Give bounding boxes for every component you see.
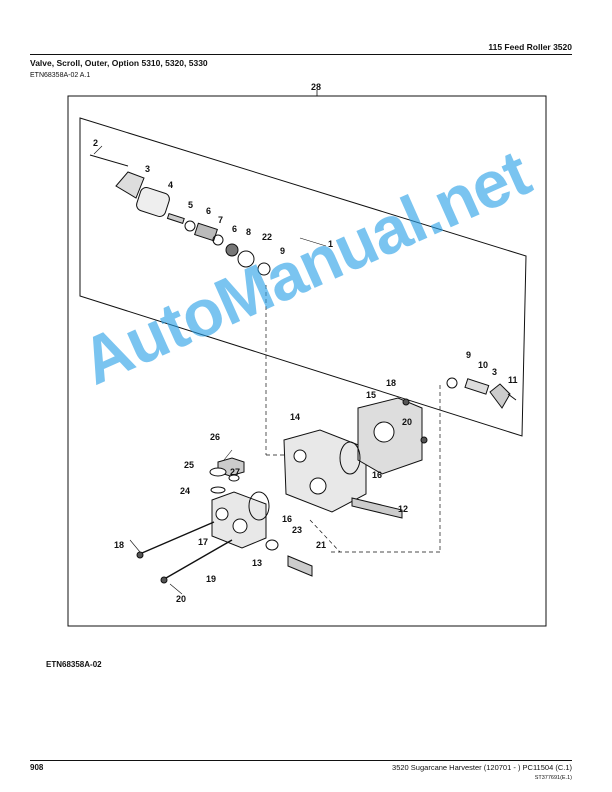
- header-rule: [30, 54, 572, 55]
- page-number: 908: [30, 763, 44, 772]
- callout-10: 10: [478, 360, 488, 370]
- upper-cartridge-parts: [89, 154, 517, 409]
- bolt-2: [89, 154, 129, 167]
- seal-8: [225, 243, 239, 257]
- callout-14: 14: [290, 412, 300, 422]
- nut-18a: [402, 398, 410, 406]
- callout-9-upper: 9: [280, 246, 285, 256]
- callout-9-lower: 9: [466, 350, 471, 360]
- callout-22: 22: [262, 232, 272, 242]
- pin-5: [166, 212, 185, 224]
- footer-info: 3520 Sugarcane Harvester (120701 - ) PC1…: [392, 763, 572, 772]
- callout-23: 23: [292, 525, 302, 535]
- end-cap-3a: [115, 171, 145, 199]
- callout-7: 7: [218, 215, 223, 225]
- callout-2: 2: [93, 138, 98, 148]
- callout-11: 11: [508, 375, 518, 385]
- tie-rod-19: [165, 539, 233, 579]
- callout-6-b: 6: [232, 224, 237, 234]
- callout-3-lower: 3: [492, 367, 497, 377]
- ring-9b: [446, 377, 458, 389]
- o-ring-16a: [339, 441, 361, 475]
- callout-24: 24: [180, 486, 190, 496]
- ring-9a: [257, 262, 271, 276]
- callout-4: 4: [168, 180, 173, 190]
- callout-16-lower: 16: [282, 514, 292, 524]
- callout-28: 28: [311, 82, 321, 92]
- washer-6a: [184, 220, 196, 232]
- ring-24: [210, 486, 226, 494]
- tie-rod-17: [141, 521, 215, 554]
- callout-17: 17: [198, 537, 208, 547]
- ring-27: [228, 474, 240, 482]
- section-title: Valve, Scroll, Outer, Option 5310, 5320,…: [30, 58, 208, 68]
- sleeve-4: [136, 187, 170, 217]
- callout-1: 1: [328, 239, 333, 249]
- ring-23: [265, 539, 279, 551]
- header-title: 115 Feed Roller 3520: [488, 42, 572, 52]
- spool-10: [464, 378, 490, 395]
- callout-27: 27: [230, 467, 240, 477]
- spool-12: [351, 497, 403, 519]
- callout-20-upper: 20: [402, 417, 412, 427]
- callout-16-upper: 16: [372, 470, 382, 480]
- end-cap-3b: [489, 383, 511, 409]
- callout-26: 26: [210, 432, 220, 442]
- callout-18-lower: 18: [114, 540, 124, 550]
- callout-20-lower: 20: [176, 594, 186, 604]
- callout-6-a: 6: [206, 206, 211, 216]
- o-ring-16b: [248, 491, 270, 521]
- callout-18-upper: 18: [386, 378, 396, 388]
- nut-20a: [420, 436, 428, 444]
- valve-body-14: [283, 429, 367, 513]
- footer-rule: [30, 760, 572, 761]
- valve-housings: [136, 397, 428, 584]
- diagram-frame: [67, 95, 547, 627]
- seal-25: [209, 467, 227, 477]
- cartridge-21: [287, 555, 313, 577]
- nut-20b: [160, 576, 168, 584]
- callout-5: 5: [188, 200, 193, 210]
- kit-boundary: [79, 117, 527, 437]
- callout-3-upper: 3: [145, 164, 150, 174]
- nut-18b: [136, 551, 144, 559]
- ring-22: [237, 250, 255, 268]
- footer-code: ST377691(E.1): [534, 775, 572, 781]
- spring-7: [194, 222, 218, 242]
- figure-label: ETN68358A-02: [46, 660, 102, 669]
- callout-13: 13: [252, 558, 262, 568]
- callout-12: 12: [398, 504, 408, 514]
- callout-leaders: [93, 145, 327, 595]
- washer-6b: [212, 234, 224, 246]
- figure-reference: ETN68358A-02 A.1: [30, 72, 91, 79]
- callout-8: 8: [246, 227, 251, 237]
- bolt-11: [507, 393, 517, 401]
- callout-19: 19: [206, 574, 216, 584]
- callout-15: 15: [366, 390, 376, 400]
- callout-21: 21: [316, 540, 326, 550]
- callout-25: 25: [184, 460, 194, 470]
